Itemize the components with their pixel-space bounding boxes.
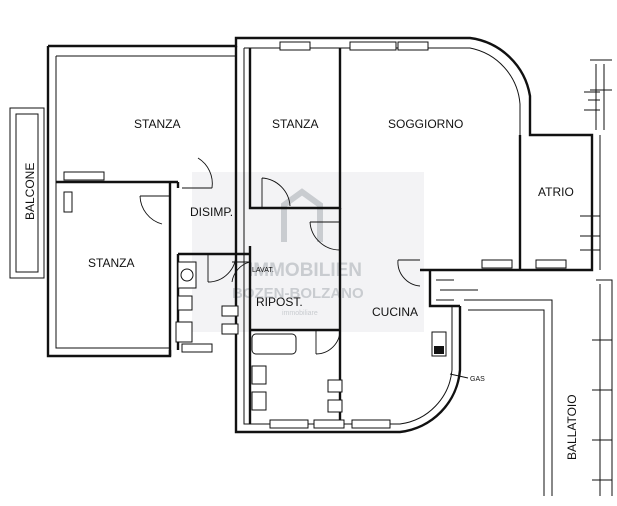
room-labels: STANZA STANZA SOGGIORNO DISIMP. ATRIO ST… xyxy=(88,117,574,319)
door-atrio xyxy=(580,215,600,251)
bath2-toilet-icon xyxy=(251,391,267,411)
bath2-sink-icon xyxy=(251,365,267,385)
radiator-side xyxy=(63,191,73,213)
watermark-logo-icon xyxy=(281,188,323,242)
window-bath xyxy=(181,343,213,353)
window-bottom-3 xyxy=(351,419,391,429)
balcone-inner xyxy=(15,113,39,273)
toilet-icon xyxy=(221,323,239,335)
right-structures: BALLATOIO xyxy=(565,59,613,496)
bath2-bidet-icon xyxy=(327,379,343,393)
bidet-icon xyxy=(221,305,239,317)
label-stanza-top: STANZA xyxy=(134,117,180,131)
window-atrio-1 xyxy=(481,259,513,269)
door-cucina xyxy=(397,259,421,287)
doors xyxy=(139,91,600,355)
label-stanza-left: STANZA xyxy=(88,256,134,270)
balcone-outline xyxy=(9,107,45,279)
door-right-top xyxy=(584,91,600,111)
gas-label: GAS xyxy=(470,376,485,383)
watermark: IMMOBILIEN BOZEN-BOLZANO immobiliare xyxy=(192,172,424,332)
watermark-line2: BOZEN-BOLZANO xyxy=(232,285,364,302)
window-atrio-2 xyxy=(535,259,567,269)
label-cucina: CUCINA xyxy=(372,305,418,319)
stove-knob-icon xyxy=(434,346,444,354)
fixtures: LAVAT. GAS xyxy=(175,261,485,413)
label-atrio: ATRIO xyxy=(538,185,574,199)
sink-icon xyxy=(177,295,193,311)
label-ballatoio: BALLATOIO xyxy=(565,394,579,460)
window-bottom-1 xyxy=(269,419,309,429)
door-stanza-mid xyxy=(261,177,291,208)
bath2-wc-icon xyxy=(327,399,343,413)
watermark-line3: immobiliare xyxy=(282,310,318,317)
door-stanza-left xyxy=(139,195,170,225)
door-disimp-top xyxy=(182,157,213,189)
label-soggiorno: SOGGIORNO xyxy=(388,117,463,131)
door-soggiorno xyxy=(309,221,341,251)
door-bath2 xyxy=(315,329,341,355)
window-bottom-2 xyxy=(313,419,345,429)
balcone: BALCONE xyxy=(9,107,45,279)
bathtub-icon xyxy=(251,333,297,355)
label-balcone: BALCONE xyxy=(23,163,37,220)
door-balc-cucina xyxy=(436,279,478,301)
shower-icon xyxy=(175,321,193,343)
label-disimp: DISIMP. xyxy=(190,205,233,219)
window-top-1 xyxy=(279,41,311,51)
window-top-3 xyxy=(397,41,429,51)
radiator xyxy=(63,171,105,181)
door-ripost xyxy=(231,261,251,283)
label-stanza-mid: STANZA xyxy=(272,117,318,131)
window-top-2 xyxy=(349,41,397,51)
label-ripost: RIPOST. xyxy=(256,295,303,309)
washer-label: LAVAT. xyxy=(252,267,274,274)
watermark-line1: IMMOBILIEN xyxy=(248,260,362,281)
windows xyxy=(63,41,567,429)
door-bath xyxy=(207,253,237,283)
